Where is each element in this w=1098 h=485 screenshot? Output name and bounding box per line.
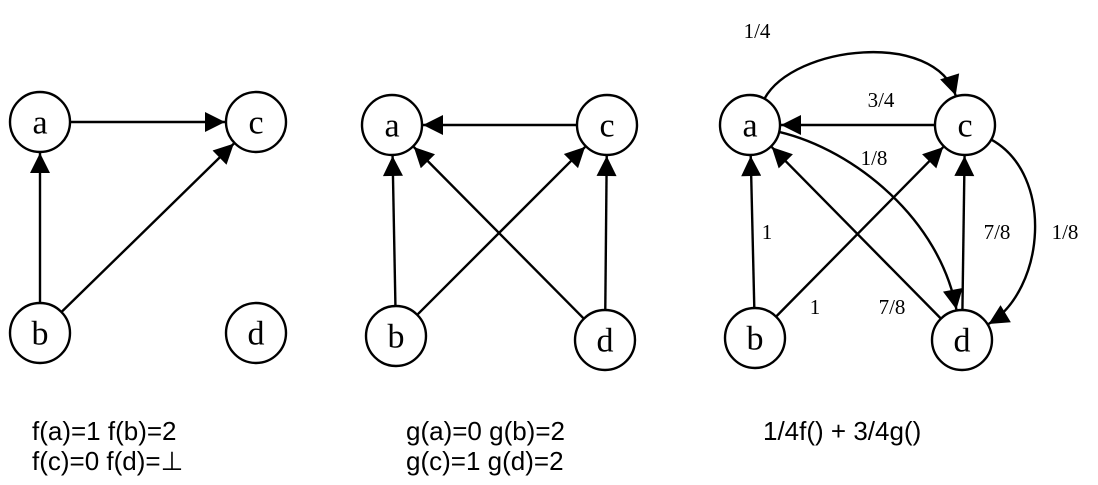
edge-label-mix-b-to-a: 1	[762, 220, 773, 244]
edge-label-mix-c-to-a: 3/4	[868, 88, 895, 112]
edge-g-d-to-c	[596, 155, 617, 311]
node-mix-a: a	[718, 93, 782, 157]
edge-mix-b-to-a	[741, 155, 762, 309]
node-mix-c: c	[933, 93, 997, 157]
caption-g-line-2: g(c)=1 g(d)=2	[406, 446, 564, 476]
node-label-g-a: a	[384, 108, 399, 145]
edge-mix-a-to-c	[763, 50, 960, 100]
edge-g-b-to-c	[416, 146, 586, 316]
node-label-mix-a: a	[742, 108, 757, 145]
node-f-c: c	[224, 90, 288, 154]
caption-mix-line-1: 1/4f() + 3/4g()	[763, 416, 921, 446]
node-label-g-c: c	[599, 108, 614, 145]
node-f-a: a	[8, 90, 72, 154]
edge-label-mix-c-to-d: 1/8	[1052, 220, 1079, 244]
node-label-f-c: c	[248, 105, 263, 142]
edge-mix-a-to-d	[778, 130, 963, 310]
edge-label-mix-a-to-d: 1/8	[861, 146, 888, 170]
node-mix-b: b	[723, 306, 787, 370]
node-label-mix-c: c	[957, 108, 972, 145]
edge-label-mix-b-to-c: 1	[810, 295, 821, 319]
node-g-a: a	[360, 93, 424, 157]
edge-label-mix-d-to-c: 7/8	[984, 220, 1011, 244]
edge-mix-d-to-a	[770, 146, 942, 320]
node-g-d: d	[573, 308, 637, 372]
edge-mix-d-to-c	[954, 155, 975, 311]
edge-labels-layer: 1/4 3/4 1/8 1/8 1 1 7/8 7/8	[744, 19, 1079, 319]
edge-mix-b-to-c	[775, 146, 945, 318]
edge-g-b-to-a	[382, 155, 403, 307]
edge-mix-c-to-d	[987, 138, 1037, 326]
node-label-g-b: b	[388, 319, 405, 356]
node-mix-d: d	[930, 308, 994, 372]
nodes-layer: a c b d a c b d a c b d	[8, 90, 997, 372]
node-f-b: b	[8, 301, 72, 365]
node-label-f-d: d	[248, 316, 265, 353]
node-label-mix-b: b	[747, 321, 764, 358]
node-label-g-d: d	[597, 323, 614, 360]
caption-g-line-1: g(a)=0 g(b)=2	[406, 416, 565, 446]
caption-f-line-2: f(c)=0 f(d)=⊥	[32, 446, 183, 476]
node-label-mix-d: d	[954, 323, 971, 360]
edge-f-b-to-c	[60, 142, 235, 313]
edge-label-mix-a-to-c: 1/4	[744, 19, 771, 43]
node-f-d: d	[224, 301, 288, 365]
edge-label-mix-d-to-a: 7/8	[879, 295, 906, 319]
node-label-f-b: b	[32, 316, 49, 353]
caption-f-line-1: f(a)=1 f(b)=2	[32, 416, 177, 446]
edge-g-d-to-a	[412, 146, 585, 320]
node-label-f-a: a	[32, 105, 47, 142]
edges-layer	[30, 50, 1037, 326]
captions-layer: f(a)=1 f(b)=2f(c)=0 f(d)=⊥ g(a)=0 g(b)=2g…	[32, 416, 921, 476]
node-g-c: c	[575, 93, 639, 157]
node-g-b: b	[364, 304, 428, 368]
